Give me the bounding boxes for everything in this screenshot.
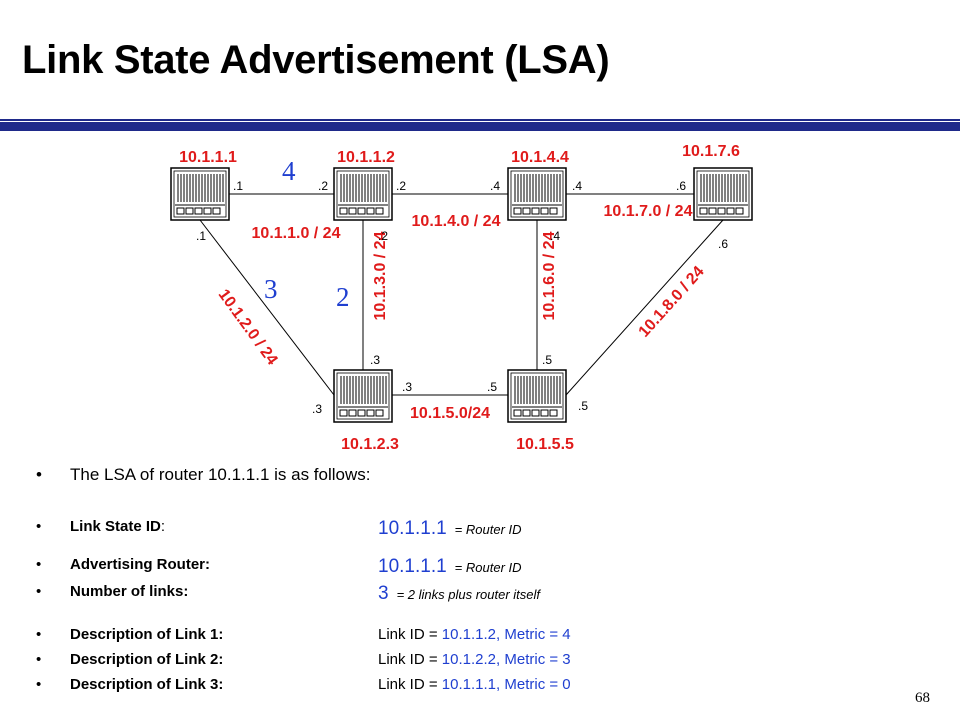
router-label: 10.1.2.3 xyxy=(341,436,399,453)
router-label: 10.1.4.4 xyxy=(511,149,569,166)
network-links xyxy=(199,193,724,396)
link-label: Description of Link 2: xyxy=(70,651,224,668)
field-value: 10.1.1.1 = Router ID xyxy=(378,556,522,578)
network-label: 10.1.6.0 / 24 xyxy=(541,231,558,320)
field-value-text: 3 xyxy=(378,583,389,604)
link-value: Link ID = 10.1.2.2, Metric = 3 xyxy=(378,651,571,668)
router-10-1-7-6 xyxy=(693,167,753,221)
interface-label: .3 xyxy=(402,380,412,394)
field-value-text: 10.1.1.1 xyxy=(378,518,447,539)
metric-label: 4 xyxy=(282,156,296,186)
bullet: • xyxy=(36,556,42,573)
link-id-value: 10.1.2.2, xyxy=(441,651,501,668)
interface-label: .6 xyxy=(718,237,728,251)
interface-label: .4 xyxy=(490,179,500,193)
router-label: 10.1.1.1 xyxy=(179,149,237,166)
link-r1-r5 xyxy=(199,219,335,396)
field-value: 10.1.1.1 = Router ID xyxy=(378,518,522,540)
interface-label: .4 xyxy=(550,229,560,243)
field-colon: : xyxy=(160,518,166,535)
metric-label: 2 xyxy=(336,282,350,312)
bullet: • xyxy=(36,583,42,600)
interface-label: .6 xyxy=(676,179,686,193)
network-label: 10.1.5.0/24 xyxy=(410,405,490,422)
interface-label: .5 xyxy=(487,380,497,394)
network-label: 10.1.3.0 / 24 xyxy=(372,231,389,320)
link-metric-label: Metric = xyxy=(504,651,559,668)
network-label: 10.1.7.0 / 24 xyxy=(604,203,693,220)
link-r4-r6 xyxy=(565,219,724,396)
link-id-label: Link ID = xyxy=(378,651,438,668)
link-id-label: Link ID = xyxy=(378,626,438,643)
router-label: 10.1.1.2 xyxy=(337,149,395,166)
router-10-1-1-1 xyxy=(170,167,230,221)
interface-labels: .1 .2 .2 .4 .4 .6 .1 .2 .4 .6 .3 .5 .3 .… xyxy=(196,179,728,416)
link-value: Link ID = 10.1.1.1, Metric = 0 xyxy=(378,676,571,693)
field-label: Link State ID: xyxy=(70,518,165,535)
interface-label: .5 xyxy=(542,353,552,367)
router-10-1-5-5 xyxy=(507,369,567,423)
router-10-1-4-4 xyxy=(507,167,567,221)
field-value: 3 = 2 links plus router itself xyxy=(378,583,540,605)
link-value: Link ID = 10.1.1.2, Metric = 4 xyxy=(378,626,571,643)
link-id-label: Link ID = xyxy=(378,676,438,693)
link-id-value: 10.1.1.1, xyxy=(441,676,501,693)
metric-labels: 4 3 2 xyxy=(264,156,350,312)
link-metric-value: 3 xyxy=(562,651,571,668)
title-rule-thin xyxy=(0,119,960,121)
router-label: 10.1.5.5 xyxy=(516,436,574,453)
page-number: 68 xyxy=(915,690,930,706)
metric-label: 3 xyxy=(264,274,278,304)
field-label: Number of links: xyxy=(70,583,189,600)
interface-label: .2 xyxy=(318,179,328,193)
router-10-1-1-2 xyxy=(333,167,393,221)
field-note: = 2 links plus router itself xyxy=(396,587,541,602)
field-label: Advertising Router: xyxy=(70,556,211,573)
field-note: = Router ID xyxy=(454,560,522,575)
interface-label: .5 xyxy=(578,399,588,413)
network-label: 10.1.1.0 / 24 xyxy=(252,225,341,242)
router-10-1-2-3 xyxy=(333,369,393,423)
link-id-value: 10.1.1.2, xyxy=(441,626,501,643)
network-label: 10.1.4.0 / 24 xyxy=(412,213,501,230)
interface-label: .2 xyxy=(396,179,406,193)
page-title: Link State Advertisement (LSA) xyxy=(22,38,610,82)
title-rule-thick xyxy=(0,122,960,131)
bullet: • xyxy=(36,518,42,535)
bullet: • xyxy=(36,626,42,643)
bullet: • xyxy=(36,676,42,693)
network-diagram: 10.1.1.1 10.1.1.2 10.1.4.4 10.1.7.6 10.1… xyxy=(170,143,753,453)
interface-label: .3 xyxy=(312,402,322,416)
bullet: • xyxy=(36,651,42,668)
interface-label: .1 xyxy=(196,229,206,243)
network-label: 10.1.8.0 / 24 xyxy=(636,263,708,341)
field-label-text: Link State ID xyxy=(70,518,161,535)
interface-label: .1 xyxy=(233,179,243,193)
network-labels: 10.1.1.0 / 24 10.1.4.0 / 24 10.1.7.0 / 2… xyxy=(215,203,708,422)
interface-label: .4 xyxy=(572,179,582,193)
link-metric-label: Metric = xyxy=(504,676,559,693)
link-metric-label: Metric = xyxy=(504,626,559,643)
link-metric-value: 0 xyxy=(562,676,571,693)
router-label: 10.1.7.6 xyxy=(682,143,740,160)
field-value-text: 10.1.1.1 xyxy=(378,556,447,577)
link-label: Description of Link 1: xyxy=(70,626,224,643)
router-labels: 10.1.1.1 10.1.1.2 10.1.4.4 10.1.7.6 10.1… xyxy=(179,143,740,453)
field-note: = Router ID xyxy=(454,522,522,537)
interface-label: .3 xyxy=(370,353,380,367)
link-metric-value: 4 xyxy=(562,626,571,643)
link-label: Description of Link 3: xyxy=(70,676,224,693)
interface-label: .2 xyxy=(378,229,388,243)
